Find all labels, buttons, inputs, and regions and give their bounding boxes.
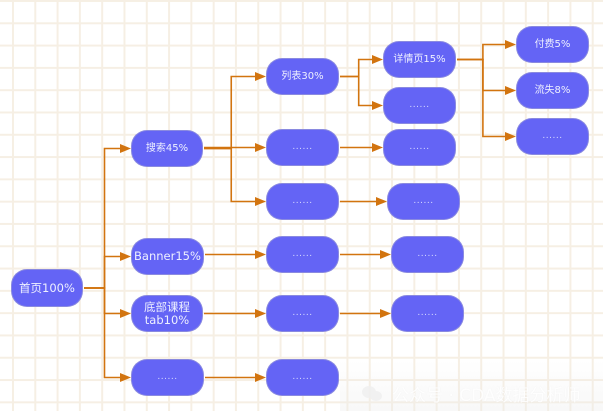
- arrowhead-icon: [255, 72, 266, 81]
- edge-home-to-l1-more: [84, 287, 123, 379]
- node-home[interactable]: 首页100%: [12, 270, 82, 306]
- node-churn[interactable]: 流失8%: [517, 73, 588, 108]
- node-label: ......: [292, 372, 313, 382]
- node-list[interactable]: 列表30%: [267, 59, 338, 94]
- arrowhead-icon: [380, 250, 391, 259]
- node-pay[interactable]: 付费5%: [517, 27, 588, 62]
- node-list-more[interactable]: ......: [384, 88, 455, 123]
- node-label: 详情页15%: [393, 54, 446, 65]
- node-label: ......: [542, 131, 563, 141]
- arrowhead-icon: [372, 101, 383, 110]
- node-detail[interactable]: 详情页15%: [384, 42, 455, 77]
- edge-home-to-bottom-tab: [84, 287, 123, 315]
- node-label: ......: [292, 196, 313, 206]
- node-label: ......: [409, 100, 430, 110]
- node-label: ......: [409, 142, 430, 152]
- node-tab-child[interactable]: ......: [267, 296, 338, 331]
- node-label: ......: [292, 249, 313, 259]
- edge-home-to-search: [84, 147, 123, 289]
- node-search-more-1-child[interactable]: ......: [384, 130, 455, 165]
- arrowhead-icon: [380, 309, 391, 318]
- arrowhead-icon: [505, 40, 516, 49]
- arrowhead-icon: [120, 144, 131, 153]
- node-label: Banner15%: [134, 249, 201, 263]
- watermark: 公众号 · CDA数据分析师: [362, 381, 581, 406]
- arrowhead-icon: [120, 252, 131, 261]
- node-label: ......: [417, 308, 438, 318]
- edge-search-to-list: [204, 75, 258, 150]
- arrowhead-icon: [255, 143, 266, 152]
- node-banner-child[interactable]: ......: [267, 237, 338, 272]
- arrowhead-icon: [120, 309, 131, 318]
- node-label: 底部课程 tab10%: [144, 299, 190, 327]
- node-search[interactable]: 搜索45%: [132, 131, 202, 166]
- arrowhead-icon: [376, 197, 387, 206]
- node-label: ......: [292, 308, 313, 318]
- edge-list-to-list-more: [340, 75, 375, 107]
- watermark-fade: [340, 360, 603, 411]
- arrowhead-icon: [505, 132, 516, 141]
- node-label: ......: [157, 372, 178, 382]
- node-level1-more-child[interactable]: ......: [267, 360, 338, 395]
- watermark-text: 公众号 · CDA数据分析师: [392, 386, 581, 406]
- node-label: ......: [292, 142, 313, 152]
- edge-detail-to-detail-more: [457, 58, 508, 138]
- wechat-icon: [362, 385, 384, 402]
- node-bottom-tab[interactable]: 底部课程 tab10%: [132, 296, 202, 331]
- node-tab-grandchild[interactable]: ......: [392, 296, 463, 331]
- node-banner[interactable]: Banner15%: [132, 239, 203, 274]
- edge-search-to-search-more-2: [204, 147, 258, 203]
- node-level1-more[interactable]: ......: [132, 360, 203, 395]
- node-label: ......: [413, 196, 434, 206]
- node-search-more-2-child[interactable]: ......: [388, 184, 459, 219]
- edge-detail-to-pay: [457, 43, 508, 61]
- node-label: 搜索45%: [145, 143, 189, 154]
- node-detail-more[interactable]: ......: [517, 119, 588, 154]
- arrowhead-icon: [120, 373, 131, 382]
- node-search-more-1[interactable]: ......: [267, 130, 338, 165]
- node-label: 流失8%: [534, 85, 571, 96]
- arrowhead-icon: [255, 197, 266, 206]
- node-label: 列表30%: [281, 71, 324, 82]
- edge-list-to-detail: [340, 58, 375, 78]
- arrowhead-icon: [372, 55, 383, 64]
- node-search-more-2[interactable]: ......: [267, 184, 338, 219]
- arrowhead-icon: [372, 143, 383, 152]
- node-label: ......: [417, 249, 438, 259]
- node-banner-grandchild[interactable]: ......: [392, 237, 463, 272]
- arrowhead-icon: [505, 86, 516, 95]
- node-label: 付费5%: [534, 39, 571, 50]
- node-label: 首页100%: [19, 280, 75, 295]
- edge-home-to-banner: [84, 255, 123, 289]
- arrowhead-icon: [255, 250, 266, 259]
- arrowhead-icon: [255, 373, 266, 382]
- arrowhead-icon: [255, 309, 266, 318]
